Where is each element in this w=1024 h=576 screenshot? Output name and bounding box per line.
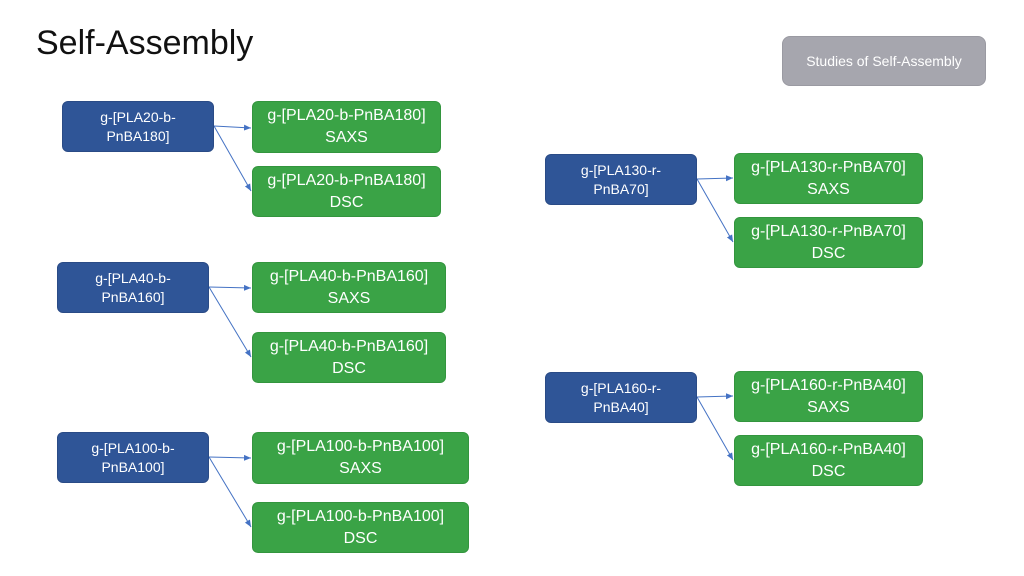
page-title: Self-Assembly [36, 24, 254, 62]
saxs-node-pla130-r-pnba70: g-[PLA130-r-PnBA70] SAXS [734, 153, 923, 204]
connector-arrow [208, 284, 252, 291]
source-node-pla20-b-pnba180: g-[PLA20-b- PnBA180] [62, 101, 214, 152]
saxs-node-pla40-b-pnba160: g-[PLA40-b-PnBA160] SAXS [252, 262, 446, 313]
connector-arrow [213, 124, 252, 131]
dsc-node-pla40-b-pnba160: g-[PLA40-b-PnBA160] DSC [252, 332, 446, 383]
connector-arrow [696, 175, 734, 182]
connector-arrow [696, 396, 734, 461]
source-node-pla130-r-pnba70: g-[PLA130-r- PnBA70] [545, 154, 697, 205]
connector-arrow [696, 393, 734, 400]
source-node-pla40-b-pnba160: g-[PLA40-b- PnBA160] [57, 262, 209, 313]
dsc-node-pla20-b-pnba180: g-[PLA20-b-PnBA180] DSC [252, 166, 441, 217]
connector-arrow [213, 125, 252, 192]
dsc-node-pla130-r-pnba70: g-[PLA130-r-PnBA70] DSC [734, 217, 923, 268]
dsc-node-pla160-r-pnba40: g-[PLA160-r-PnBA40] DSC [734, 435, 923, 486]
studies-of-self-assembly-button[interactable]: Studies of Self-Assembly [782, 36, 986, 86]
connector-arrow [208, 456, 252, 528]
connector-arrow [696, 178, 734, 243]
connector-arrow [208, 454, 252, 461]
source-node-pla100-b-pnba100: g-[PLA100-b- PnBA100] [57, 432, 209, 483]
dsc-node-pla100-b-pnba100: g-[PLA100-b-PnBA100] DSC [252, 502, 469, 553]
saxs-node-pla100-b-pnba100: g-[PLA100-b-PnBA100] SAXS [252, 432, 469, 484]
saxs-node-pla160-r-pnba40: g-[PLA160-r-PnBA40] SAXS [734, 371, 923, 422]
connector-arrow [208, 286, 252, 358]
saxs-node-pla20-b-pnba180: g-[PLA20-b-PnBA180] SAXS [252, 101, 441, 153]
source-node-pla160-r-pnba40: g-[PLA160-r- PnBA40] [545, 372, 697, 423]
